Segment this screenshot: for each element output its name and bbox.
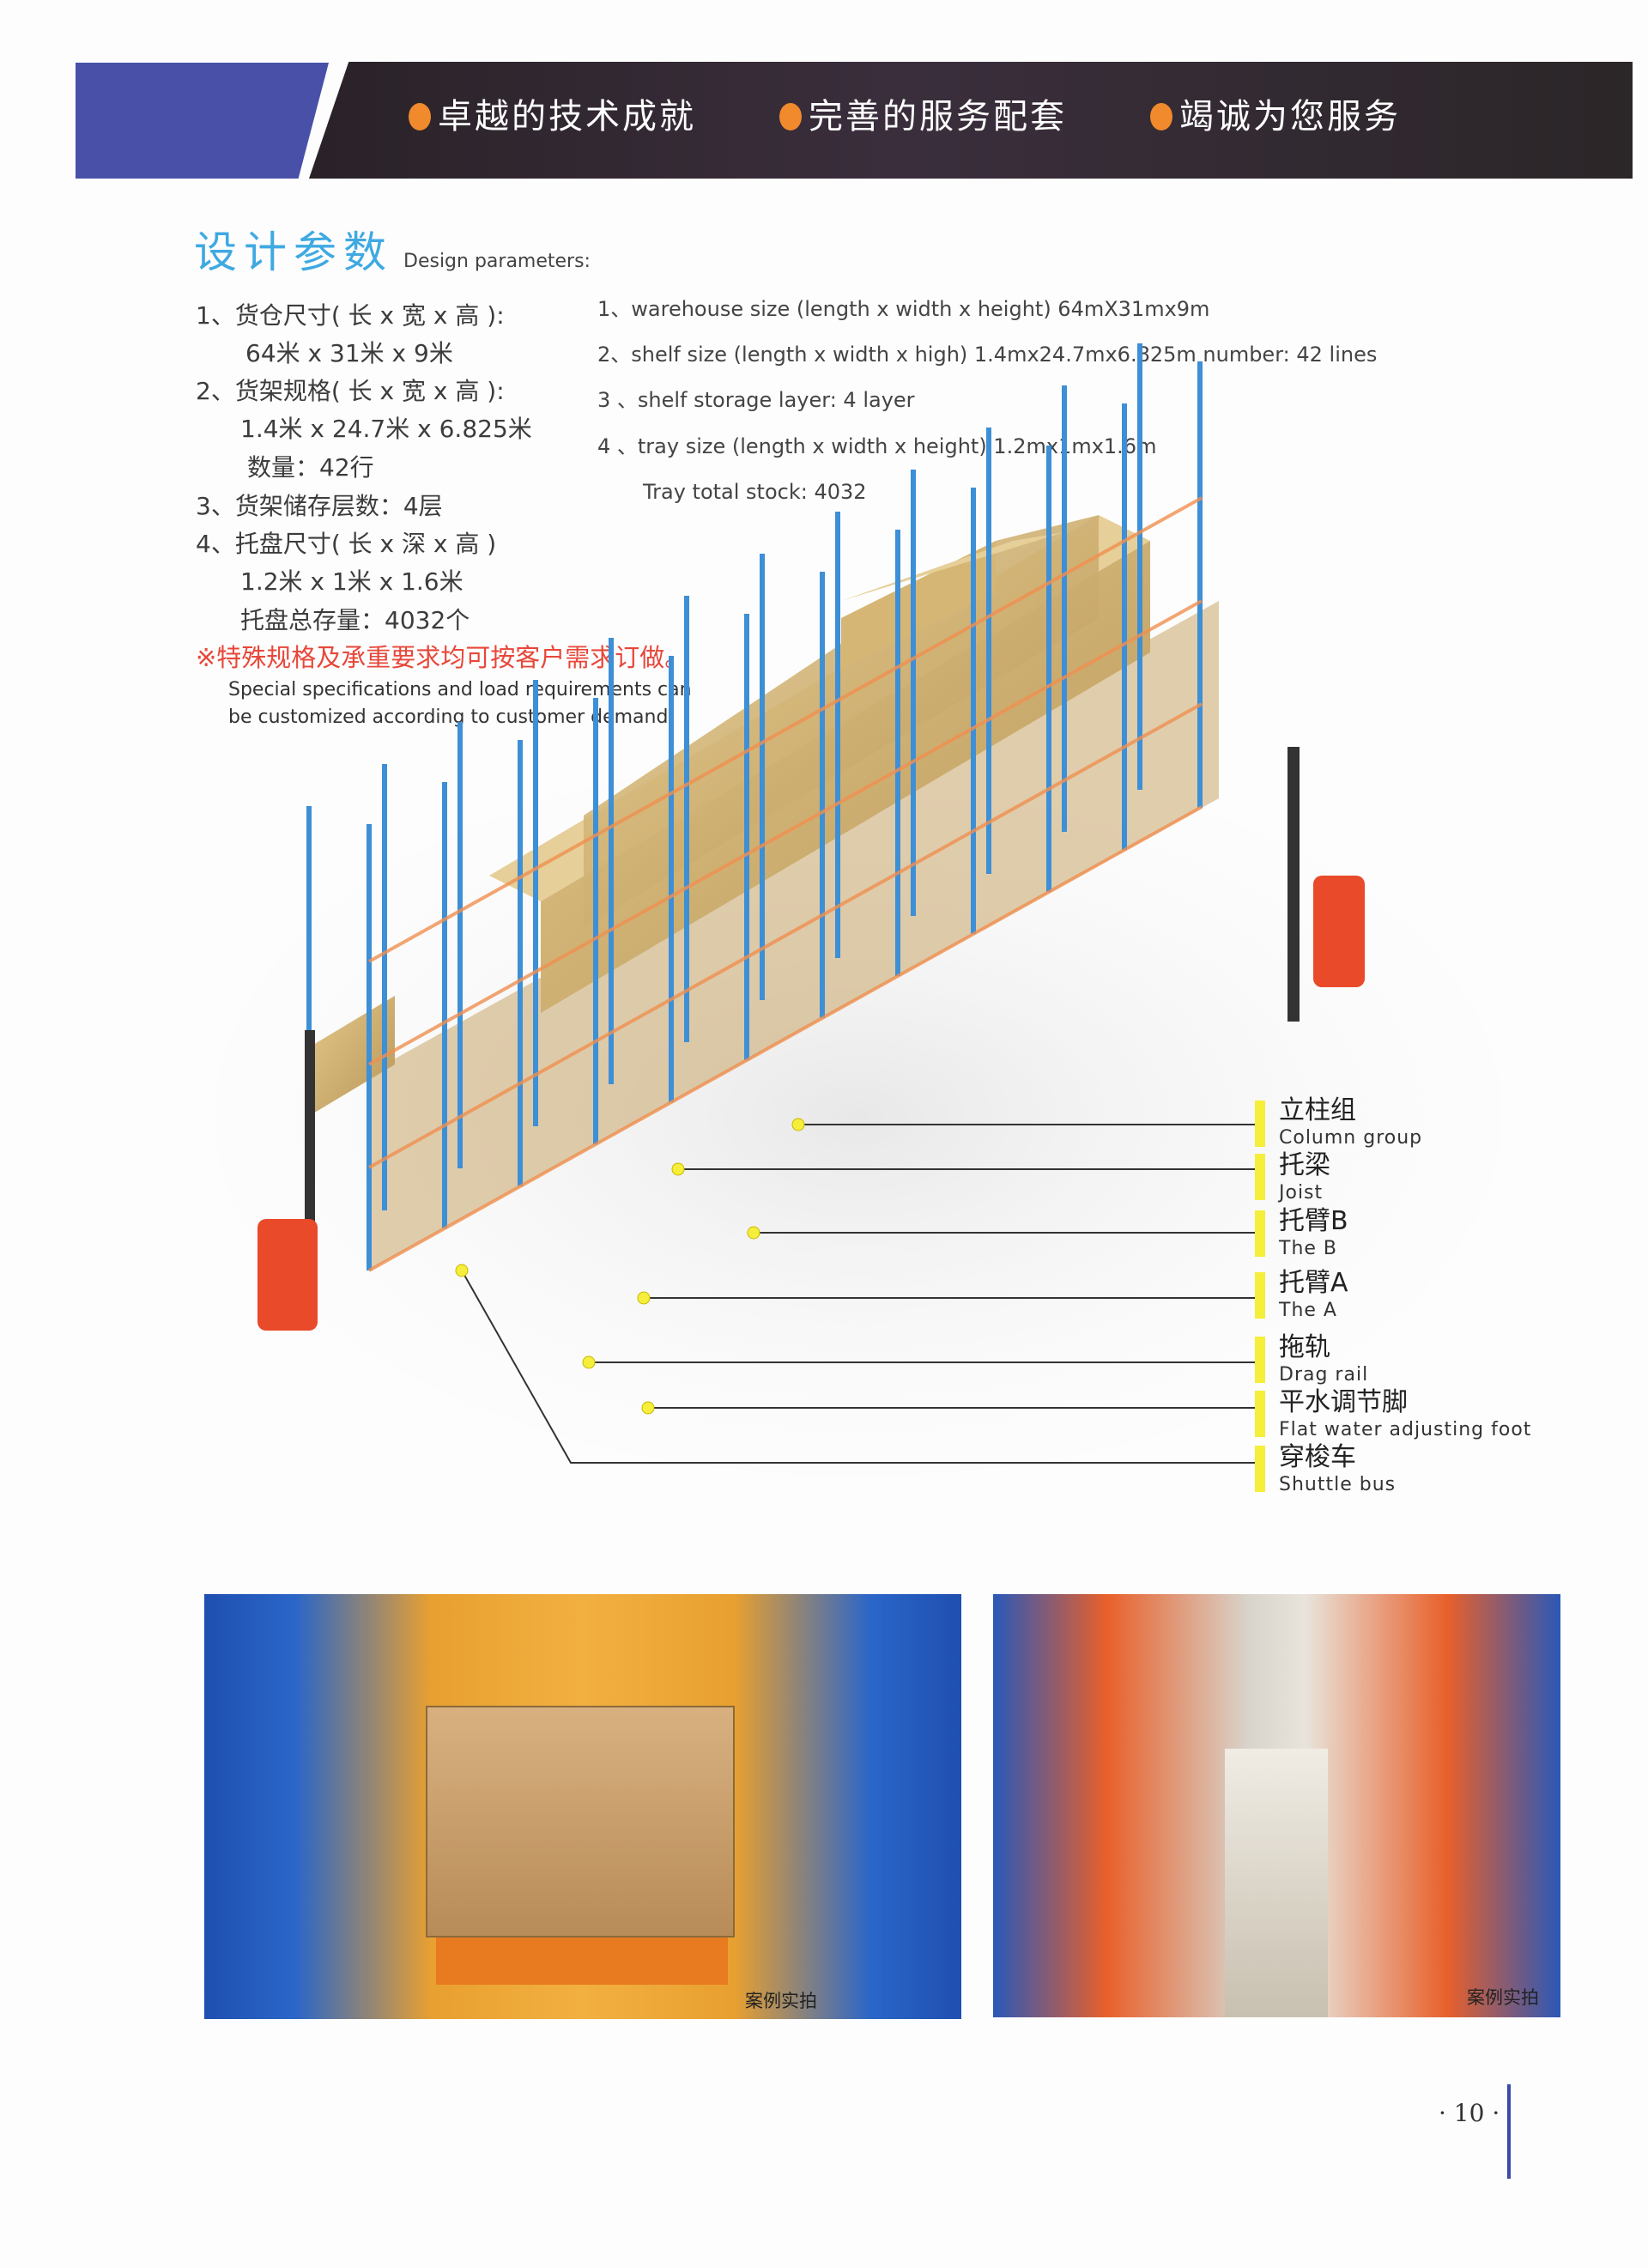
- param-cn: 1.4米 x 24.7米 x 6.825米: [240, 415, 532, 443]
- header-item: 完善的服务配套: [779, 97, 1067, 136]
- label-marker: [1255, 1337, 1265, 1383]
- rack-beam: [368, 496, 1203, 963]
- param-cn: 4、托盘尺寸( 长 x 深 x 高 ): [196, 530, 497, 558]
- rack-beam: [368, 599, 1203, 1066]
- bullet-dot-icon: [779, 103, 802, 130]
- bullet-dot-icon: [409, 103, 431, 130]
- param-en: 1、warehouse size (length x width x heigh…: [597, 297, 1210, 321]
- rack-beam: [368, 702, 1203, 1169]
- header-item-label: 完善的服务配套: [809, 97, 1067, 136]
- header-item: 竭诚为您服务: [1150, 97, 1401, 136]
- param-cn: 1.2米 x 1米 x 1.6米: [240, 567, 464, 596]
- param-en: Tray total stock: 4032: [643, 480, 867, 504]
- header-item: 卓越的技术成就: [409, 97, 696, 136]
- note-en: Special specifications and load requirem…: [228, 679, 692, 700]
- bullet-dot-icon: [1150, 103, 1172, 130]
- param-cn: 2、货架规格( 长 x 宽 x 高 ):: [196, 377, 505, 405]
- header-item-label: 竭诚为您服务: [1179, 97, 1401, 136]
- label-cn: 托臂B: [1279, 1206, 1348, 1236]
- section-subtitle: Design parameters:: [403, 251, 591, 272]
- label-cn: 托梁: [1279, 1150, 1330, 1180]
- label-cn: 拖轨: [1279, 1332, 1330, 1362]
- label-cn: 平水调节脚: [1279, 1387, 1408, 1417]
- aisle-floor: [1225, 1749, 1328, 2017]
- label-cn: 托臂A: [1279, 1268, 1348, 1298]
- label-en: Column group: [1279, 1127, 1423, 1149]
- label-marker: [1255, 1272, 1265, 1319]
- label-marker: [1255, 1446, 1265, 1492]
- page-number-divider: [1507, 2084, 1511, 2179]
- leader-lines: [461, 1124, 1255, 1464]
- note-cn: ※特殊规格及承重要求均可按客户需求订做。: [196, 643, 690, 672]
- photo-warehouse-aisle: 案例实拍: [993, 1594, 1560, 2017]
- param-en: 3 、shelf storage layer: 4 layer: [597, 388, 915, 412]
- label-en: The B: [1279, 1238, 1338, 1259]
- shuttle-cart: [436, 1938, 728, 1985]
- photo-shuttle-closeup: 案例实拍: [204, 1594, 961, 2019]
- rack-diagram: [215, 343, 1502, 1477]
- param-en: 2、shelf size (length x width x high) 1.4…: [597, 343, 1378, 367]
- param-cn: 1、货仓尺寸( 长 x 宽 x 高 ):: [196, 301, 505, 330]
- param-cn: 托盘总存量：4032个: [240, 606, 470, 634]
- header-band: [309, 62, 1633, 179]
- photo-caption: 案例实拍: [1467, 1987, 1539, 2008]
- param-cn: 数量：42行: [247, 453, 374, 482]
- param-cn: 64米 x 31米 x 9米: [245, 339, 453, 367]
- label-marker: [1255, 1101, 1265, 1147]
- label-en: The A: [1279, 1300, 1337, 1321]
- param-cn: 3、货架储存层数：4层: [196, 492, 443, 520]
- header-blue-block: [76, 63, 329, 179]
- label-en: Shuttle bus: [1279, 1474, 1397, 1495]
- label-en: Drag rail: [1279, 1364, 1369, 1386]
- section-title: 设计参数: [194, 227, 393, 277]
- label-en: Joist: [1279, 1182, 1324, 1204]
- page-number: · 10 ·: [1439, 2099, 1500, 2127]
- label-cn: 立柱组: [1279, 1095, 1356, 1125]
- note-en: be customized according to customer dema…: [228, 706, 675, 728]
- label-marker: [1255, 1210, 1265, 1257]
- rack-beam: [368, 805, 1203, 1272]
- label-en: Flat water adjusting foot: [1279, 1419, 1532, 1440]
- photo-caption: 案例实拍: [745, 1991, 817, 2011]
- label-marker: [1255, 1154, 1265, 1200]
- header-item-label: 卓越的技术成就: [438, 97, 696, 136]
- pallet-box: [426, 1706, 735, 1938]
- label-cn: 穿梭车: [1279, 1442, 1356, 1472]
- label-marker: [1255, 1391, 1265, 1437]
